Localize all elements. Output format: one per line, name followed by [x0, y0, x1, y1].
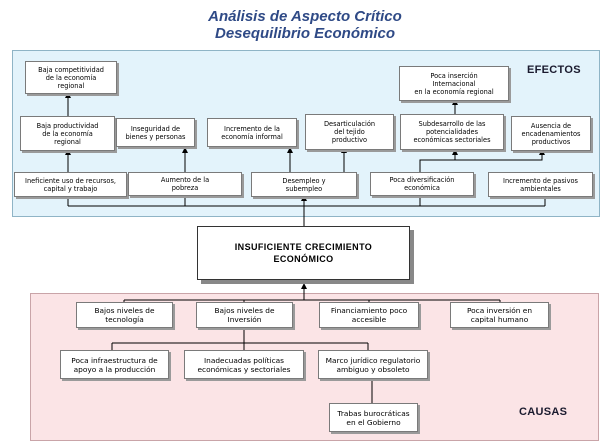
- effect-poca-diversificacion: Poca diversificación económica: [370, 172, 474, 196]
- cause-poca-inversion-capital-humano: Poca inversión en capital humano: [450, 302, 549, 328]
- effect-incremento-economia-informal: Incremento de la economía informal: [207, 118, 297, 147]
- effect-aumento-pobreza: Aumento de la pobreza: [128, 172, 242, 196]
- diagram-title-line-1: Análisis de Aspecto Crítico: [208, 8, 402, 25]
- effect-desempleo-subempleo: Desempleo y subempleo: [251, 172, 357, 197]
- cause-inadecuadas-politicas: Inadecuadas políticas económicas y secto…: [184, 350, 304, 379]
- central-problem-box: INSUFICIENTE CRECIMIENTO ECONÓMICO: [197, 226, 410, 280]
- effect-baja-productividad: Baja productividad de la economía region…: [20, 116, 115, 151]
- diagram-title-line-2: Desequilibrio Económico: [214, 25, 396, 42]
- effect-poca-insercion-internacional: Poca inserción Internacional en la econo…: [399, 66, 509, 101]
- cause-financiamiento-poco-accesible: Financiamiento poco accesible: [319, 302, 419, 328]
- effect-subdesarrollo: Subdesarrollo de las potencialidades eco…: [400, 114, 504, 150]
- effect-desarticulacion: Desarticulación del tejido productivo: [305, 114, 394, 150]
- effect-inseguridad: Inseguridad de bienes y personas: [116, 118, 195, 147]
- causes-label: CAUSAS: [519, 406, 568, 418]
- cause-trabas-burocraticas: Trabas burocráticas en el Gobierno: [329, 403, 418, 432]
- effect-ineficiente-uso-recursos: Ineficiente uso de recursos, capital y t…: [14, 172, 127, 197]
- cause-bajos-niveles-inversion: Bajos niveles de Inversión: [196, 302, 293, 328]
- cause-marco-juridico: Marco jurídico regulatorio ambiguo y obs…: [318, 350, 428, 379]
- cause-poca-infraestructura: Poca infraestructura de apoyo a la produ…: [60, 350, 169, 379]
- effect-baja-competitividad: Baja competitividad de la economía regio…: [25, 61, 117, 94]
- effects-label: EFECTOS: [527, 64, 581, 76]
- cause-bajos-niveles-tecnologia: Bajos niveles de tecnología: [76, 302, 173, 328]
- effect-incremento-pasivos-ambientales: Incremento de pasivos ambientales: [488, 172, 593, 197]
- effect-ausencia-encadenamientos: Ausencia de encadenamientos productivos: [511, 116, 591, 151]
